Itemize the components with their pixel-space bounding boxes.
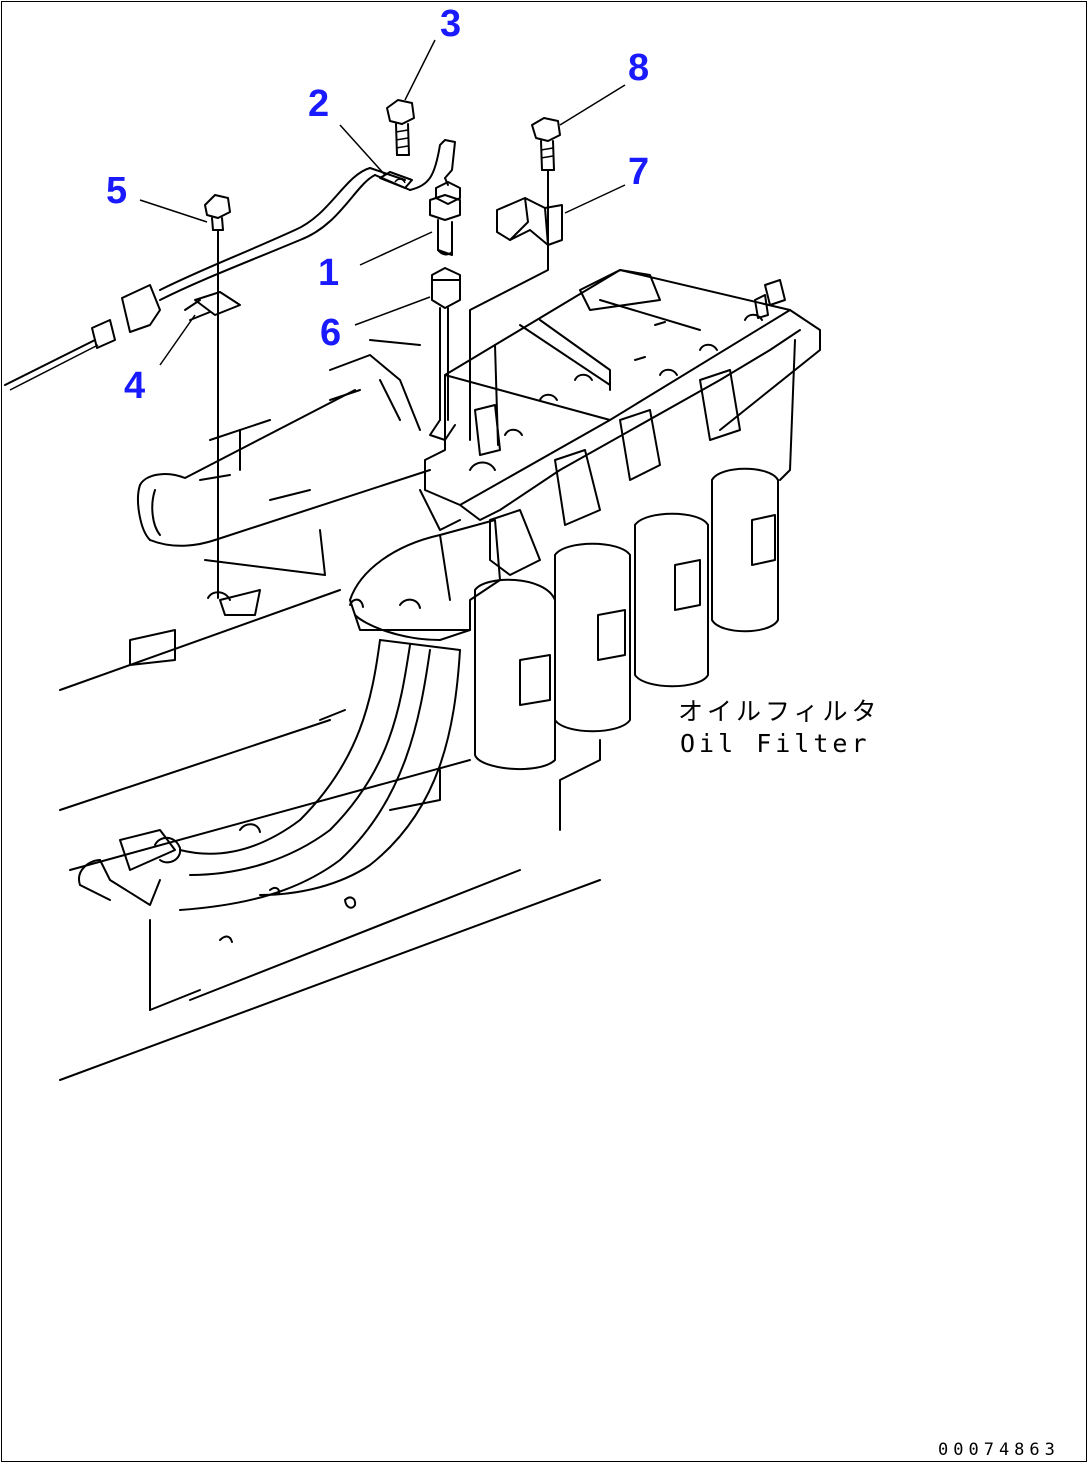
sensor-harness	[4, 139, 456, 391]
callout-4: 4	[124, 365, 145, 407]
filter-canisters	[474, 339, 796, 771]
callout-6: 6	[320, 312, 341, 354]
part-4-clamp	[184, 291, 241, 321]
oil-filter-caption: オイルフィルタ Oil Filter	[678, 697, 881, 758]
drawing-id: 00074863	[938, 1440, 1060, 1460]
leader-lines	[139, 39, 626, 366]
oil-pipes	[78, 639, 461, 911]
part-3-bolt	[386, 99, 415, 156]
part-6-adapter	[429, 267, 461, 441]
callout-labels: 1 2 3 4 5 6 7 8	[106, 3, 649, 407]
callout-5: 5	[106, 170, 127, 212]
part-7-bracket	[496, 197, 563, 246]
engine-block	[59, 589, 601, 1081]
part-1-sensor	[429, 181, 461, 256]
filter-base	[349, 519, 501, 641]
callout-1: 1	[318, 252, 339, 294]
callout-8: 8	[628, 47, 649, 89]
caption-japanese: オイルフィルタ	[678, 697, 881, 726]
caption-english: Oil Filter	[680, 729, 871, 758]
filter-head	[419, 269, 821, 531]
callout-7: 7	[628, 151, 649, 193]
callout-3: 3	[440, 3, 461, 45]
part-8-bolt	[469, 117, 561, 441]
intake-duct	[137, 339, 431, 576]
callout-2: 2	[308, 83, 329, 125]
part-5-bolt	[204, 194, 231, 601]
